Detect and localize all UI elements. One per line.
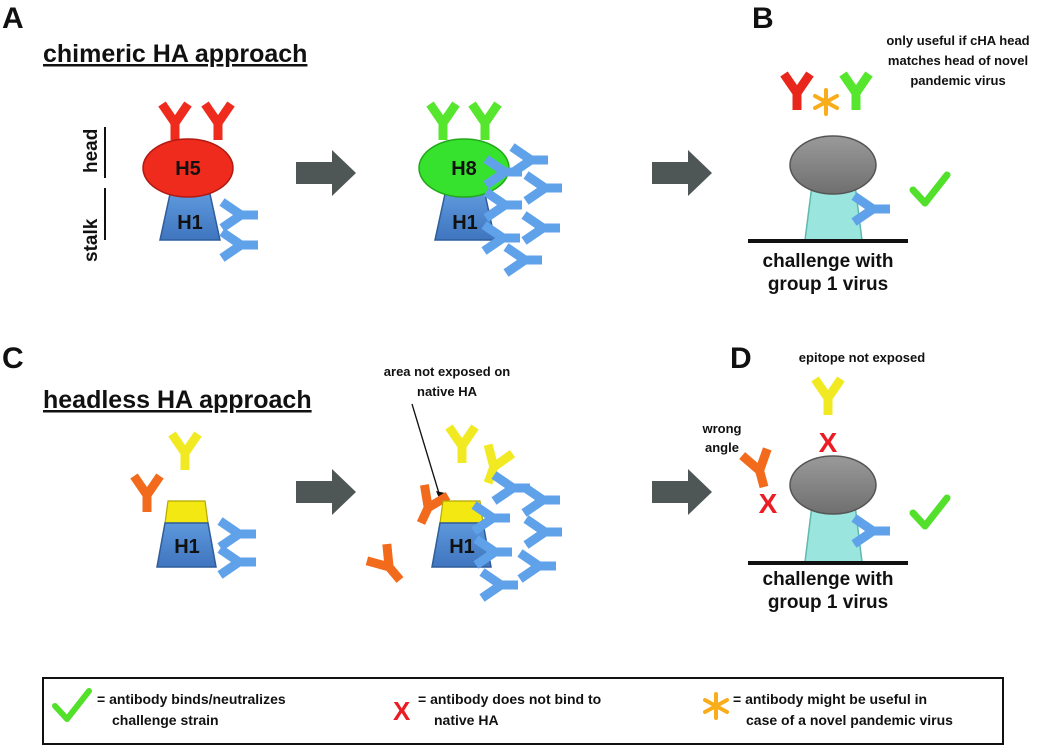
panel-c-title: headless HA approach [43,386,312,414]
star-icon [703,692,729,720]
legend-star-line-2: case of a novel pandemic virus [746,712,953,728]
legend-box [42,677,1004,745]
h1-label: H1 [452,212,478,234]
h1-label: H1 [177,212,203,234]
panel-b: B only useful if cHA head matches head o… [748,2,1030,295]
panel-d: D epitope not exposed wrong angle X X ch… [702,342,951,613]
h1-label: H1 [449,536,475,558]
legend-check-line-1: = antibody binds/neutralizes [97,691,286,707]
check-icon [909,171,951,207]
blue-antibody [526,519,562,545]
challenge-line-2: group 1 virus [768,274,888,295]
yellow-antibody [815,379,841,415]
blue-antibody [220,549,256,575]
yellow-cap [164,500,209,524]
blue-antibody [506,247,542,273]
legend-check-line-2: challenge strain [112,712,219,728]
h5-label: H5 [175,158,201,180]
blue-antibody [512,147,548,173]
callout-line-2: native HA [417,384,478,399]
green-antibody [472,104,498,140]
headless-ha-1: H1 [134,434,256,575]
challenge-line-1: challenge with [763,251,894,272]
challenge-line-1: challenge with [763,569,894,590]
challenge-line-2: group 1 virus [768,592,888,613]
headless-ha-2: H1 [367,427,562,598]
virus-head [789,135,877,195]
cross-icon: X [393,696,411,726]
cross-icon: X [759,488,778,519]
red-antibody [205,104,231,140]
blue-antibody [222,232,258,258]
green-antibody [430,104,456,140]
panel-a: A chimeric HA approach head stalk H5 H1 … [2,2,712,273]
orange-antibody [134,476,160,512]
panel-letter-b: B [752,2,774,35]
orange-antibody [742,449,776,491]
red-antibody [784,74,810,110]
panel-letter-a: A [2,2,24,35]
legend-x-line-2: native HA [434,712,499,728]
note-line-3: pandemic virus [910,73,1005,88]
legend: = antibody binds/neutralizes challenge s… [42,677,1004,745]
yellow-antibody [172,434,198,470]
arrow-icon [652,469,712,515]
wrong-angle-line-1: wrong [702,421,742,436]
blue-antibody [524,487,560,513]
chimeric-ha-h8: H8 H1 [418,104,562,273]
arrow-icon [296,150,356,196]
head-label: head [81,129,102,173]
chimeric-ha-h5: H5 H1 [142,104,258,258]
panel-c: C headless HA approach H1 area not expos… [2,342,712,598]
h8-label: H8 [451,158,477,180]
blue-antibody [520,553,556,579]
check-icon [909,494,951,530]
legend-x-line-1: = antibody does not bind to [418,691,601,707]
red-antibody [162,104,188,140]
blue-antibody [220,521,256,547]
blue-antibody [482,572,518,598]
h1-stalk [156,522,217,568]
legend-star-line-1: = antibody might be useful in [733,691,927,707]
epitope-note: epitope not exposed [799,350,925,365]
yellow-antibody [449,427,475,463]
blue-antibody [222,202,258,228]
panel-a-title: chimeric HA approach [43,40,307,68]
bound-blue-antibody [854,518,890,544]
arrow-icon [296,469,356,515]
orange-antibody [367,544,410,588]
blue-antibody [524,215,560,241]
bound-blue-antibody [854,196,890,222]
h1-label: H1 [174,536,200,558]
blue-antibody [486,192,522,218]
star-icon [813,88,839,116]
wrong-angle-line-2: angle [705,440,739,455]
virus-head [789,455,877,515]
h5-head [142,138,234,198]
note-line-1: only useful if cHA head [886,33,1029,48]
note-line-2: matches head of novel [888,53,1028,68]
green-antibody [843,74,869,110]
callout-pointer [411,403,442,501]
check-icon [52,688,92,722]
stalk-label: stalk [81,218,102,262]
arrow-icon [652,150,712,196]
panel-letter-d: D [730,342,752,375]
callout-line-1: area not exposed on [384,364,510,379]
cross-icon: X [819,427,838,458]
blue-antibody [526,175,562,201]
panel-letter-c: C [2,342,24,375]
